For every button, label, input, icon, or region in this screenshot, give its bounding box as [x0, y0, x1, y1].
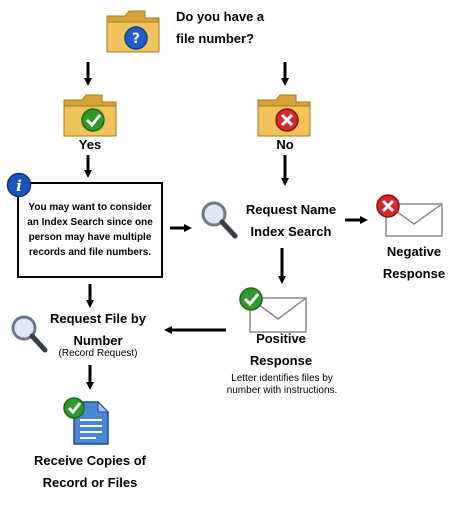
envelope-check-icon: [239, 287, 307, 333]
question-folder: ?: [105, 8, 161, 59]
folder-question-icon: ?: [106, 10, 160, 53]
receive-label: Receive Copies of Record or Files: [34, 453, 146, 490]
positive-label: Positive Response: [249, 331, 313, 368]
request-file-sub: (Record Request): [58, 348, 138, 359]
request-name-title: Request Name Index Search: [245, 202, 337, 239]
svg-text:?: ?: [132, 31, 140, 47]
positive-note: Letter identifies files by number with i…: [226, 373, 338, 396]
negative-label: Negative Response: [382, 244, 446, 281]
info-note-text: You may want to consider an Index Search…: [27, 202, 153, 258]
positive-envelope: [238, 286, 308, 339]
document-icon: [62, 396, 112, 451]
svg-text:i: i: [16, 177, 22, 195]
info-note-box: You may want to consider an Index Search…: [17, 182, 163, 278]
folder-check-icon: [63, 94, 117, 137]
yes-label: Yes: [78, 137, 102, 152]
no-folder: [256, 92, 312, 143]
question-title: Do you have a file number?: [176, 9, 265, 46]
request-file-title: Request File by Number: [49, 311, 147, 348]
no-label: No: [276, 137, 294, 152]
info-icon: i: [6, 172, 32, 203]
magnifier-icon-2: [8, 312, 48, 359]
envelope-x-icon: [376, 194, 443, 237]
yes-folder: [62, 92, 118, 143]
negative-envelope: [376, 194, 444, 243]
folder-x-icon: [257, 94, 311, 137]
magnifier-icon: [198, 198, 238, 245]
